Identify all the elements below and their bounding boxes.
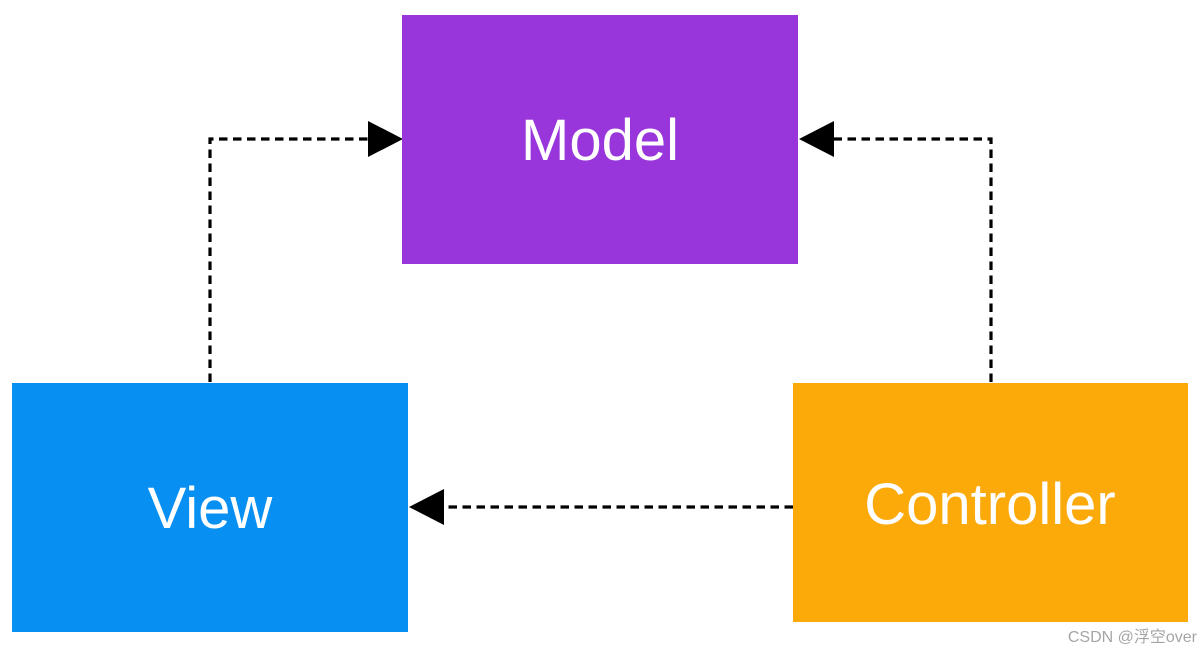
model-box (402, 15, 798, 264)
controller-box (793, 383, 1188, 622)
edge-controller-to-view (409, 489, 793, 525)
view-node: View (12, 383, 408, 632)
model-label: Model (521, 108, 679, 173)
edge-controller-to-view-arrowhead-icon (409, 489, 444, 525)
edge-controller-to-model (799, 121, 993, 382)
edge-controller-to-model-line (834, 137, 993, 382)
view-box (12, 383, 408, 632)
view-label: View (148, 476, 274, 541)
controller-label: Controller (864, 472, 1115, 537)
edge-controller-to-model-arrowhead-icon (799, 121, 834, 157)
edge-view-to-model (208, 121, 403, 382)
watermark: CSDN @浮空over (1068, 628, 1198, 646)
edge-view-to-model-line (208, 137, 368, 382)
controller-node: Controller (793, 383, 1188, 622)
model-node: Model (402, 15, 798, 264)
edge-view-to-model-arrowhead-icon (368, 121, 403, 157)
